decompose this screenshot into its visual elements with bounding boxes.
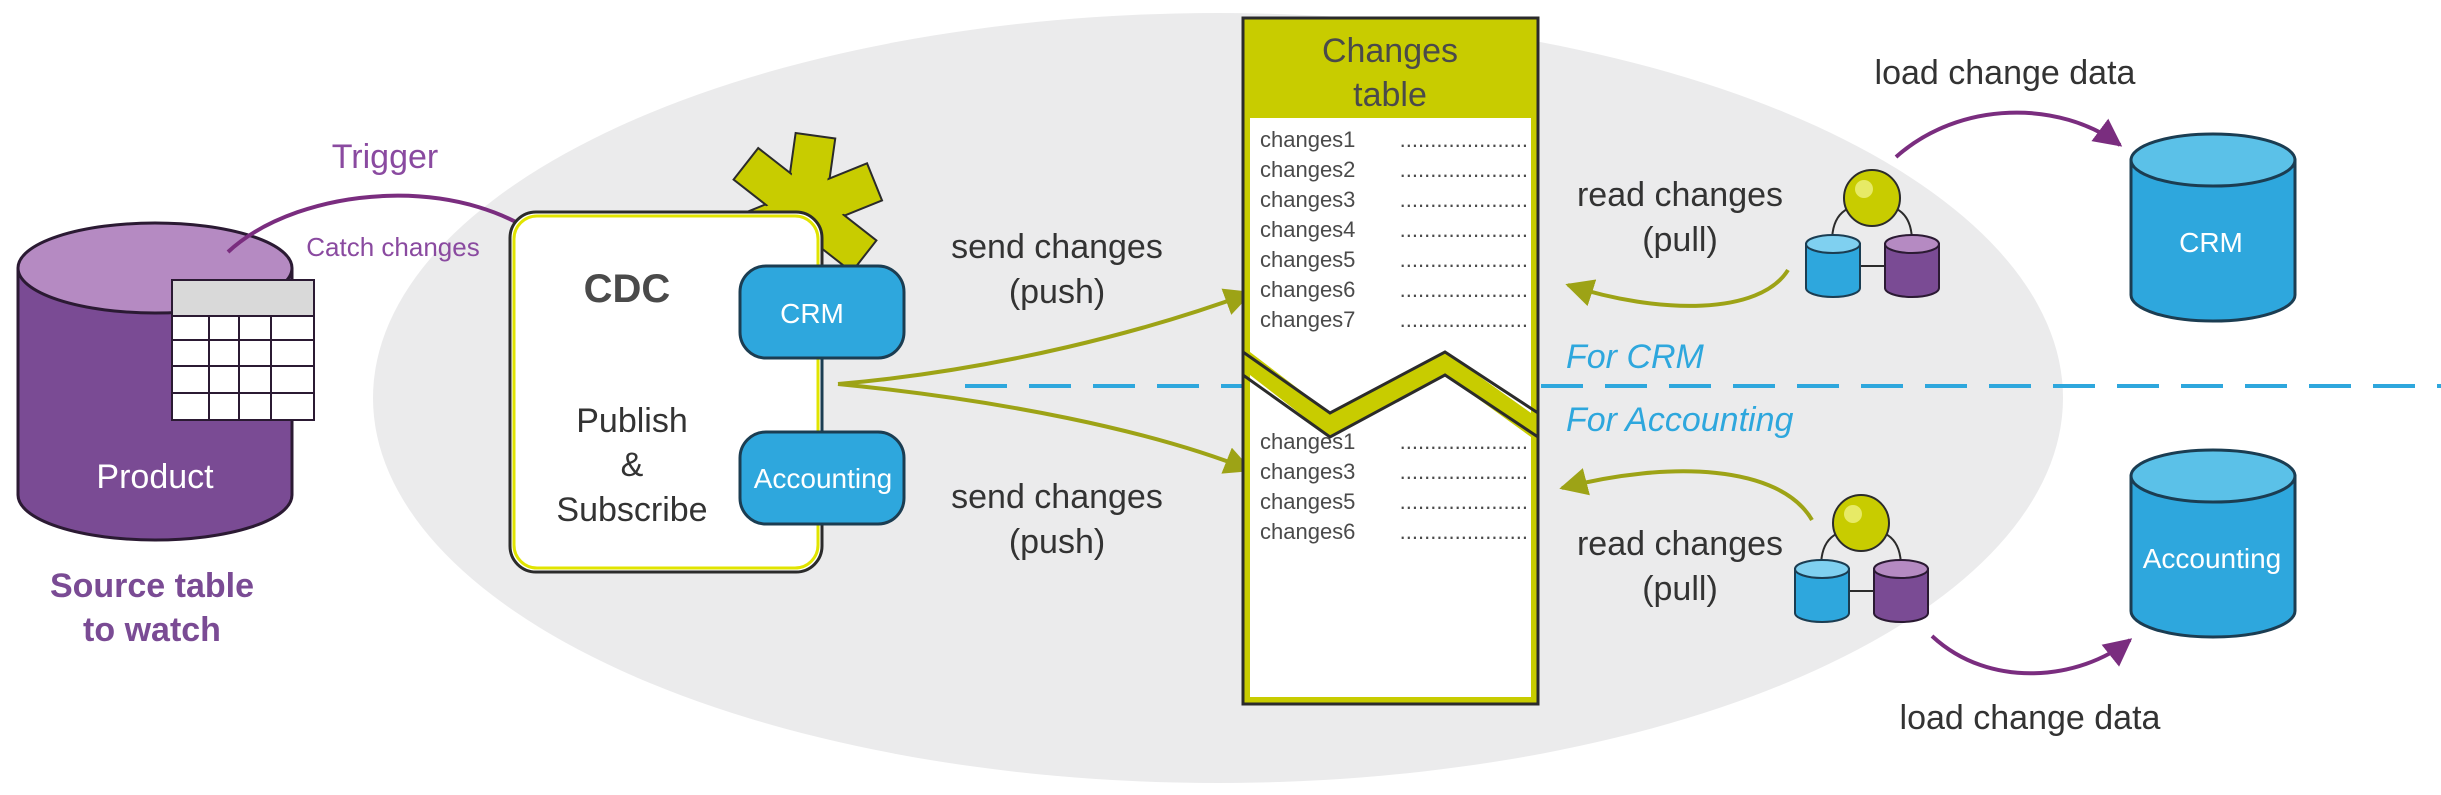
change-row: changes7 xyxy=(1260,307,1355,332)
crm-change-rows: changes1..................... changes2...… xyxy=(1260,127,1528,332)
load-bottom-label: load change data xyxy=(1900,699,2161,737)
change-row-dots: ..................... xyxy=(1400,127,1528,152)
change-row: changes5 xyxy=(1260,489,1355,514)
accounting-change-rows: changes1..................... changes3...… xyxy=(1260,429,1528,544)
catch-changes-label: Catch changes xyxy=(306,232,479,262)
subscription-crm-label: CRM xyxy=(780,298,844,329)
change-row-dots: ..................... xyxy=(1400,489,1528,514)
trigger-label: Trigger xyxy=(332,138,438,176)
change-row: changes1 xyxy=(1260,429,1355,454)
push-bottom-line1: send changes xyxy=(951,478,1163,516)
pull-arrow-crm xyxy=(1565,268,1790,308)
change-row: changes3 xyxy=(1260,187,1355,212)
source-caption-line1: Source table xyxy=(50,567,254,605)
changes-table-title-line2: table xyxy=(1353,76,1427,114)
table-grid-icon xyxy=(171,279,315,421)
change-row: changes1 xyxy=(1260,127,1355,152)
source-caption-line2: to watch xyxy=(83,611,221,649)
pull-top-line1: read changes xyxy=(1577,176,1783,214)
change-row-dots: ..................... xyxy=(1400,459,1528,484)
pull-bottom-line2: (pull) xyxy=(1642,570,1718,608)
for-crm-label: For CRM xyxy=(1566,338,1705,376)
crm-subscriber-icon xyxy=(1805,169,1940,298)
changes-table xyxy=(1241,16,1540,706)
change-row: changes3 xyxy=(1260,459,1355,484)
cdc-title: CDC xyxy=(584,267,671,311)
change-row: changes4 xyxy=(1260,217,1355,242)
push-top-line2: (push) xyxy=(1009,273,1105,311)
changes-table-title-line1: Changes xyxy=(1322,32,1458,70)
change-row: changes6 xyxy=(1260,277,1355,302)
accounting-database-icon xyxy=(2129,448,2297,639)
push-arrow-crm xyxy=(837,288,1253,386)
push-top-line1: send changes xyxy=(951,228,1163,266)
pull-arrow-accounting xyxy=(1559,468,1814,522)
change-row-dots: ..................... xyxy=(1400,307,1528,332)
change-row: changes6 xyxy=(1260,519,1355,544)
change-row-dots: ..................... xyxy=(1400,277,1528,302)
change-row-dots: ..................... xyxy=(1400,217,1528,242)
subscription-accounting-pill xyxy=(738,430,906,526)
load-arrow-accounting xyxy=(1930,634,2133,676)
push-arrow-accounting xyxy=(837,382,1253,474)
change-row-dots: ..................... xyxy=(1400,187,1528,212)
load-top-label: load change data xyxy=(1875,54,2136,92)
change-row: changes5 xyxy=(1260,247,1355,272)
accounting-subscriber-icon xyxy=(1794,494,1929,623)
crm-database-icon xyxy=(2129,132,2297,323)
change-row-dots: ..................... xyxy=(1400,247,1528,272)
for-accounting-label: For Accounting xyxy=(1566,401,1793,439)
accounting-db-label: Accounting xyxy=(2143,543,2282,574)
subscription-accounting-label: Accounting xyxy=(754,463,893,494)
change-row-dots: ..................... xyxy=(1400,429,1528,454)
change-row: changes2 xyxy=(1260,157,1355,182)
publish-line3: Subscribe xyxy=(556,491,707,529)
product-db-label: Product xyxy=(96,458,214,496)
publish-line2: & xyxy=(621,446,644,484)
crm-db-label: CRM xyxy=(2179,227,2243,258)
load-arrow-crm xyxy=(1894,110,2123,159)
change-row-dots: ..................... xyxy=(1400,157,1528,182)
pull-top-line2: (pull) xyxy=(1642,221,1718,259)
changes-table-crm-section xyxy=(1250,118,1531,413)
publish-line1: Publish xyxy=(576,402,688,440)
change-row-dots: ..................... xyxy=(1400,519,1528,544)
changes-table-accounting-section xyxy=(1250,375,1531,697)
pull-bottom-line1: read changes xyxy=(1577,525,1783,563)
push-bottom-line2: (push) xyxy=(1009,523,1105,561)
